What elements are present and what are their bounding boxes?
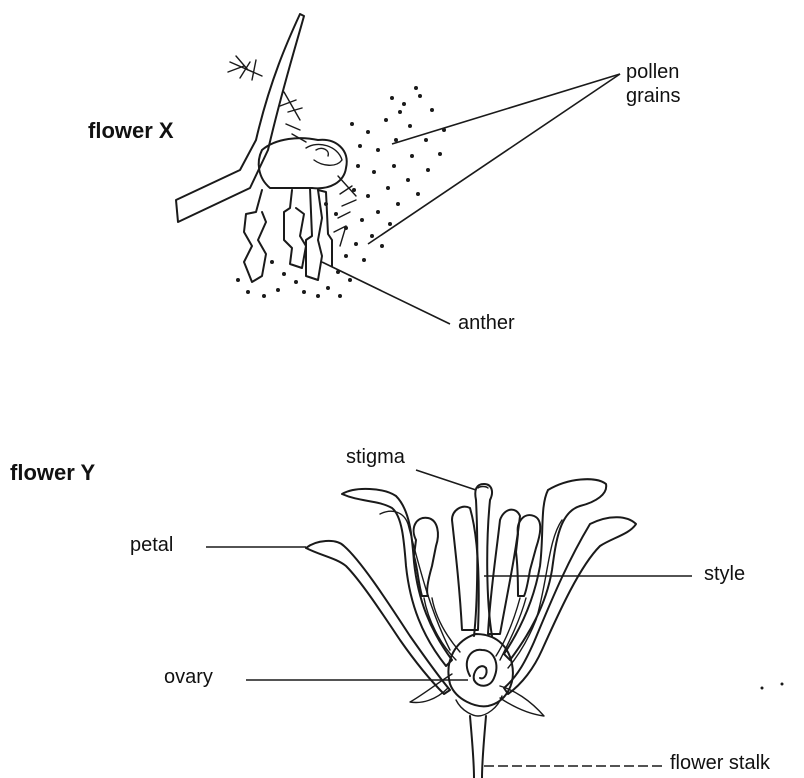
flower-x-drawing	[176, 14, 446, 298]
pollen-dots	[236, 86, 446, 298]
flower-y-drawing	[306, 479, 636, 778]
anther-leader	[322, 262, 450, 324]
ovary-label: ovary	[164, 666, 213, 689]
pollen-leader-1	[392, 74, 620, 144]
anther-label: anther	[458, 312, 515, 335]
flower-stalk-label: flower stalk	[670, 752, 770, 775]
flower-x-title: flower X	[88, 118, 174, 143]
flower-y-title: flower Y	[10, 460, 95, 485]
stigma-label: stigma	[346, 446, 405, 469]
stigma-leader	[416, 470, 476, 490]
style-label: style	[704, 563, 745, 586]
pollen-leader-2	[368, 74, 620, 244]
petal-label: petal	[130, 534, 173, 557]
pollen-grains-label: pollen grains	[626, 60, 680, 108]
